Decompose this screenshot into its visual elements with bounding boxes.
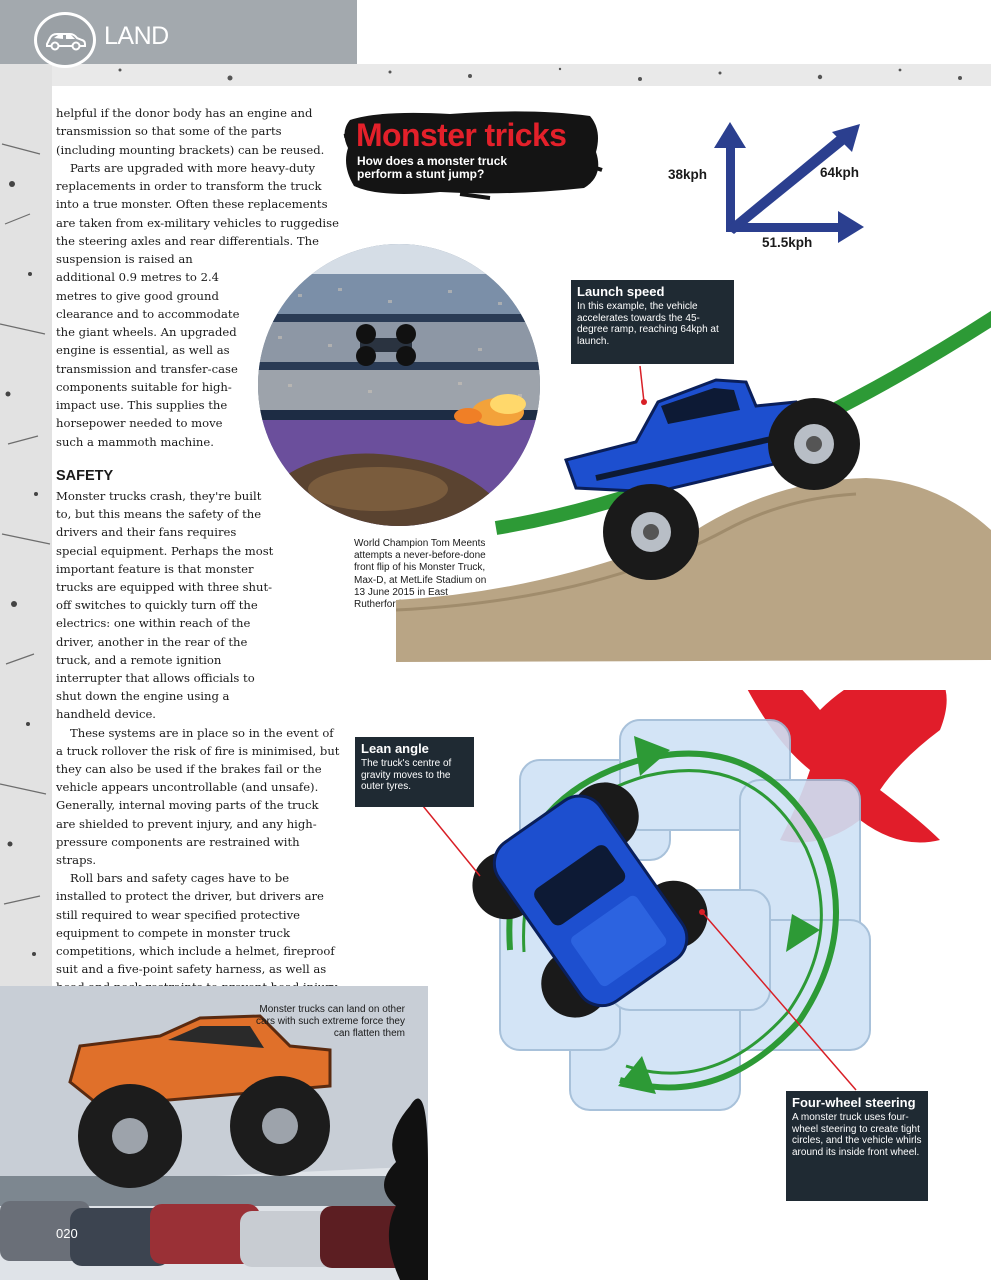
page-number: 020 [56,1226,78,1241]
speed-label-vertical: 38kph [668,167,708,182]
horizontal-arrow-head [838,211,864,243]
callout-launch-speed: Launch speed In this example, the vehicl… [571,280,734,364]
callout-steering-body: A monster truck uses four-wheel steering… [792,1112,922,1158]
top-view-blue-truck [472,782,708,1018]
launch-ramp-illustration [396,310,991,662]
car-icon [46,33,86,51]
steering-pointer [701,911,857,1091]
callout-lean-angle: Lean angle The truck's centre of gravity… [355,737,474,807]
feature-subtitle: How does a monster truck perform a stunt… [357,154,508,181]
black-paint-splat [384,1098,428,1280]
article-paragraph: suspension is raised an additional 0.9 m… [56,252,240,449]
callout-four-wheel-steering: Four-wheel steering A monster truck uses… [786,1091,928,1201]
callout-steering-title: Four-wheel steering [792,1095,916,1110]
grunge-top-texture [0,64,991,86]
stadium-photo [258,244,540,526]
vertical-arrow-shaft [726,138,735,232]
speed-label-diagonal: 64kph [820,165,860,180]
launch-pointer [639,365,645,403]
blue-monster-truck [564,378,860,580]
article-body-top: helpful if the donor body has an engine … [56,104,340,451]
callout-lean-title: Lean angle [361,741,429,756]
article-paragraph: helpful if the donor body has an engine … [56,106,325,157]
speed-vector-diagram [714,122,864,243]
article-paragraph: Parts are upgraded with more heavy-duty … [56,160,339,248]
article-body-safety: Monster trucks crash, they're built to, … [56,487,340,1070]
article-paragraph: Monster trucks crash, they're built to, … [56,489,274,722]
diagonal-arrow-shaft [726,132,850,234]
car-crush-photo [0,986,428,1280]
car-crush-caption: Monster trucks can land on other cars wi… [256,1004,405,1040]
flipping-truck [356,324,416,366]
dirt-ramp [396,478,991,662]
section-badge [34,12,96,68]
callout-launch-body: In this example, the vehicle accelerates… [577,301,719,347]
four-wheel-steering-illustration [420,690,947,1111]
feature-title: Monster tricks [356,117,567,153]
section-title: LAND [104,22,169,50]
article-paragraph: These systems are in place so in the eve… [56,725,340,868]
diagonal-arrow-head [832,124,860,152]
callout-lean-body: The truck's centre of gravity moves to t… [361,758,452,793]
speed-label-horizontal: 51.5kph [762,235,813,250]
horizontal-arrow-shaft [726,223,846,232]
safety-heading: SAFETY [56,468,114,484]
orange-monster-truck [68,1014,332,1188]
vertical-arrow-head [714,122,746,148]
pyro-fire [454,394,526,426]
title-brush-background [343,111,603,200]
callout-launch-title: Launch speed [577,284,665,299]
